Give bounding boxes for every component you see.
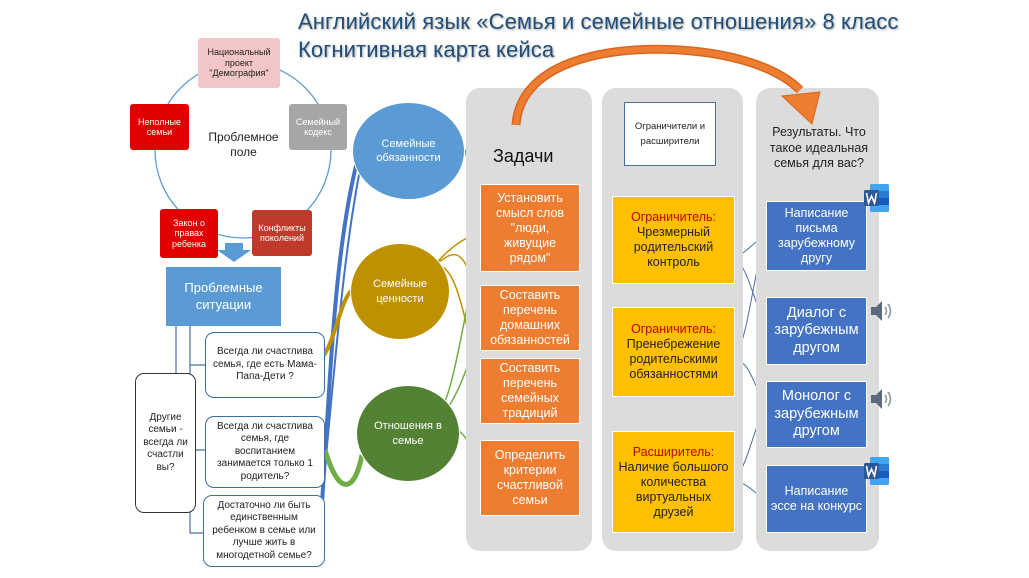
limiter-text-3: Наличие большого количества виртуальных … bbox=[618, 459, 729, 519]
page-subtitle: Когнитивная карта кейса bbox=[298, 37, 555, 62]
question-box-1: Всегда ли счастлива семья, где есть Мама… bbox=[205, 332, 325, 398]
limiter-item-2: Ограничитель: Пренебрежение родительским… bbox=[612, 307, 735, 397]
theme-family-duties: Семейные обязанности bbox=[352, 102, 465, 200]
page-title: Английский язык «Семья и семейные отноше… bbox=[298, 9, 899, 34]
node-family-code: Семейный кодекс bbox=[289, 104, 347, 150]
task-item-4: Определить критерии счастливой семьи bbox=[480, 440, 580, 516]
task-item-1: Установить смысл слов "люди, живущие ряд… bbox=[480, 184, 580, 272]
problem-field-label: Проблемное поле bbox=[208, 130, 279, 159]
limiter-text-1: Чрезмерный родительский контроль bbox=[633, 225, 714, 269]
down-arrow bbox=[217, 243, 251, 262]
theme-family-values: Семейные ценности bbox=[350, 243, 450, 340]
question-box-3: Достаточно ли быть единственным ребенком… bbox=[203, 495, 325, 567]
result-item-2: Диалог с зарубежным другом bbox=[766, 297, 867, 365]
result-item-4: Написание эссе на конкурс bbox=[766, 465, 867, 533]
speaker-icon bbox=[871, 389, 892, 409]
word-icon bbox=[864, 184, 889, 212]
limiter-kind-3: Расширитель: bbox=[632, 444, 715, 459]
task-item-3: Составить перечень семейных традиций bbox=[480, 358, 580, 424]
node-child-rights-law: Закон о правах ребенка bbox=[160, 209, 218, 258]
question-box-2: Всегда ли счастлива семья, где воспитани… bbox=[205, 416, 325, 488]
limiter-item-1: Ограничитель: Чрезмерный родительский ко… bbox=[612, 196, 735, 284]
limiter-text-2: Пренебрежение родительскими обязанностям… bbox=[626, 337, 721, 381]
problem-situations-box: Проблемные ситуации bbox=[166, 267, 281, 326]
result-item-3: Монолог с зарубежным другом bbox=[766, 381, 867, 448]
theme-family-relations: Отношения в семье bbox=[356, 385, 460, 482]
limiter-kind-2: Ограничитель: bbox=[631, 322, 716, 336]
node-national-project: Национальный проект "Демография" bbox=[198, 38, 280, 88]
tasks-header: Задачи bbox=[493, 146, 554, 166]
node-generation-conflicts: Конфликты поколений bbox=[252, 210, 312, 256]
node-incomplete-families: Неполные семьи bbox=[130, 104, 189, 150]
limiter-kind-1: Ограничитель: bbox=[631, 210, 716, 224]
task-item-2: Составить перечень домашних обязанностей bbox=[480, 285, 580, 351]
link-green bbox=[322, 449, 365, 487]
result-item-1: Написание письма зарубежному другу bbox=[766, 201, 867, 271]
results-header: Результаты. Что такое идеальная семья дл… bbox=[769, 125, 869, 171]
side-question-box: Другие семьи - всегда ли счастли вы? bbox=[135, 373, 196, 513]
speaker-icon bbox=[871, 301, 892, 321]
limiter-item-3: Расширитель: Наличие большого количества… bbox=[612, 431, 735, 533]
word-icon bbox=[864, 457, 889, 485]
limiters-header: Ограничители и расширители bbox=[624, 102, 716, 166]
